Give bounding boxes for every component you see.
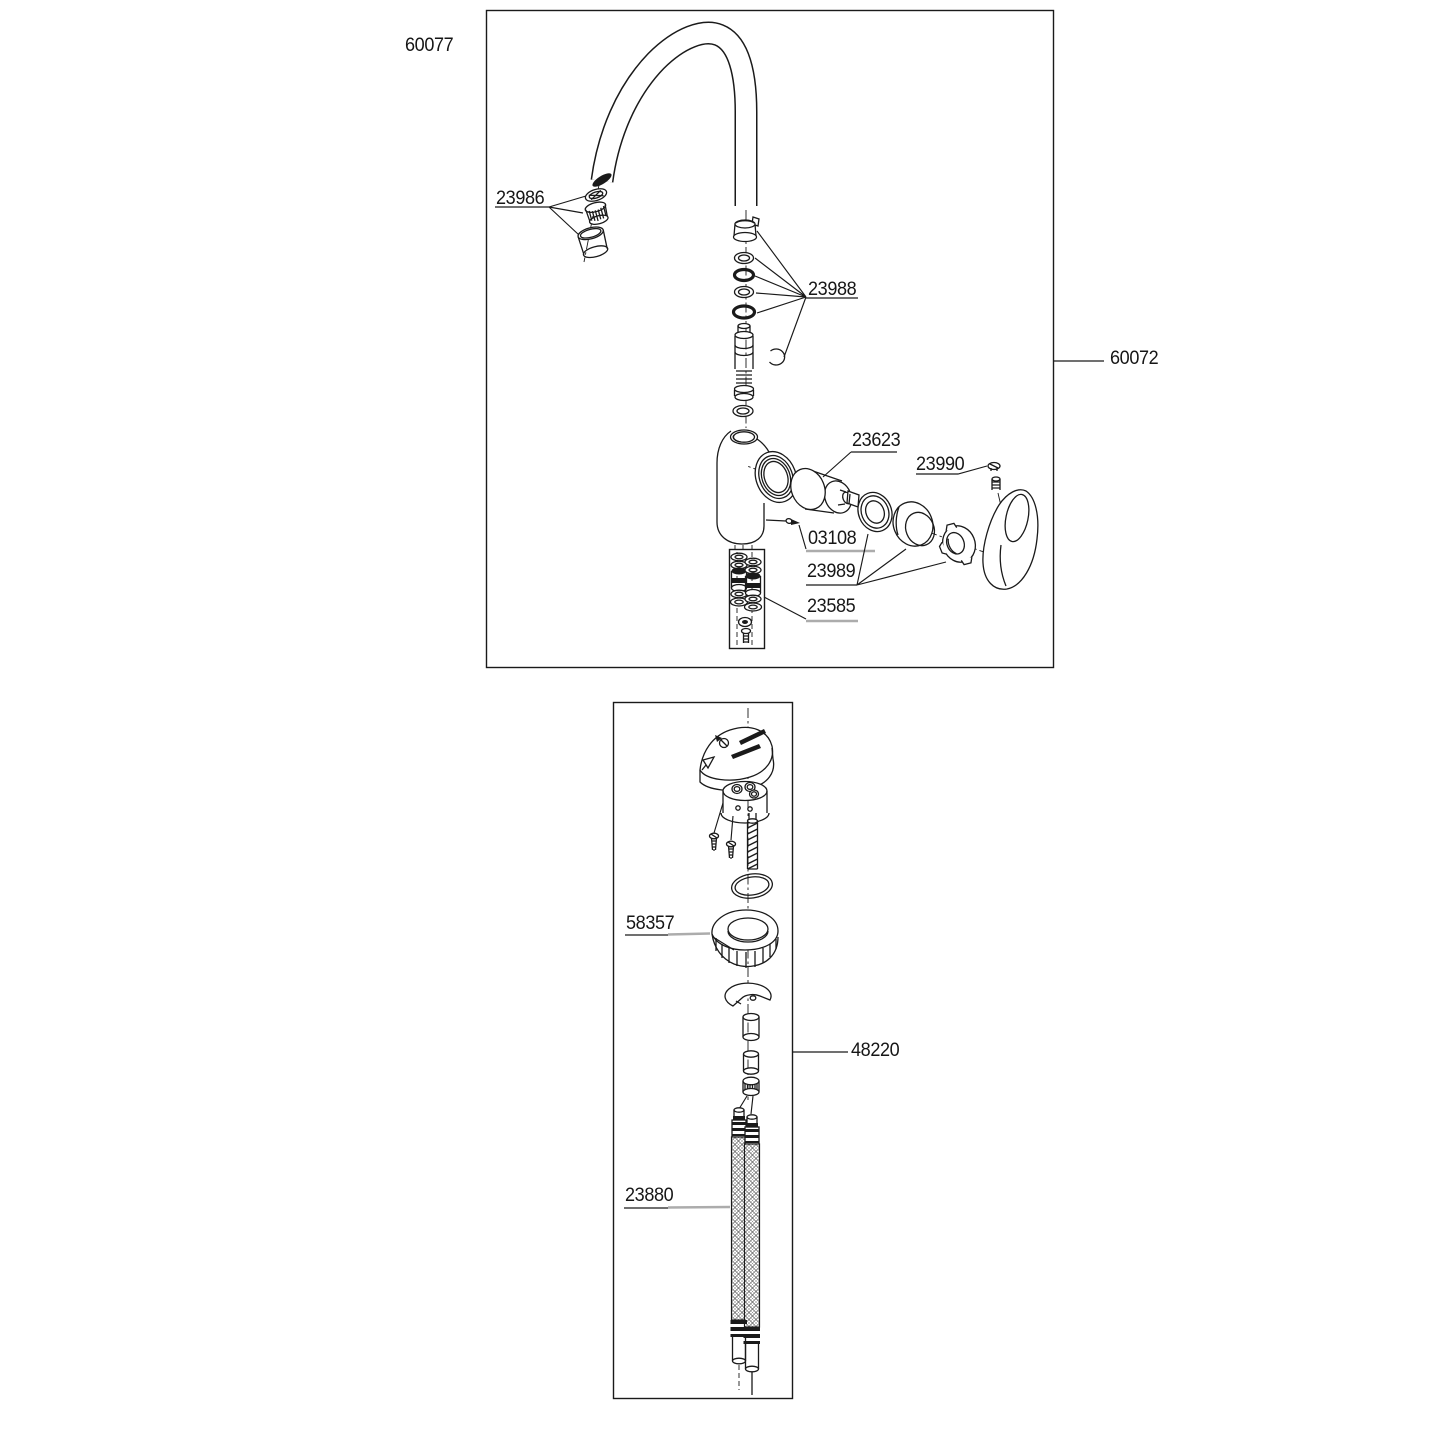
part-label-23585: 23585	[807, 596, 856, 617]
check-valve-kit-drawing	[728, 548, 766, 650]
cartridge-fixing-drawing	[857, 491, 977, 566]
center-lines	[583, 184, 1015, 1100]
part-label-23880: 23880	[625, 1185, 674, 1206]
spout-seal-stack-drawing	[731, 216, 786, 418]
faucet-body-drawing	[716, 429, 798, 545]
aerator-parts-drawing	[577, 188, 609, 259]
oring-drawing	[730, 873, 774, 899]
escutcheon-plate-drawing	[699, 726, 775, 792]
horseshoe-washer-drawing	[724, 982, 772, 1007]
part-label-23989: 23989	[807, 561, 856, 582]
part-label-58357: 58357	[626, 913, 675, 934]
assembly-label-60077: 60077	[405, 35, 454, 56]
spout-drawing	[590, 21, 758, 206]
part-label-23990: 23990	[916, 454, 965, 475]
callout-lines	[495, 195, 1104, 1209]
assembly-label-48220: 48220	[851, 1040, 900, 1061]
spacers-nut-drawing	[738, 1012, 760, 1115]
assembly-label-60072: 60072	[1110, 348, 1159, 369]
part-label-23988: 23988	[808, 279, 857, 300]
part-label-23986: 23986	[496, 188, 545, 209]
supply-hoses-drawing	[730, 1107, 761, 1395]
set-screw-drawing	[785, 517, 800, 525]
part-label-23623: 23623	[852, 430, 901, 451]
assembly-box-60072	[485, 9, 1055, 669]
assembly-box-48220	[612, 701, 794, 1400]
mounting-base-drawing	[708, 780, 770, 870]
cartridge-drawing	[790, 467, 860, 514]
part-label-03108: 03108	[808, 528, 857, 549]
mounting-ring-drawing	[711, 909, 779, 968]
handle-drawing	[982, 461, 1039, 590]
